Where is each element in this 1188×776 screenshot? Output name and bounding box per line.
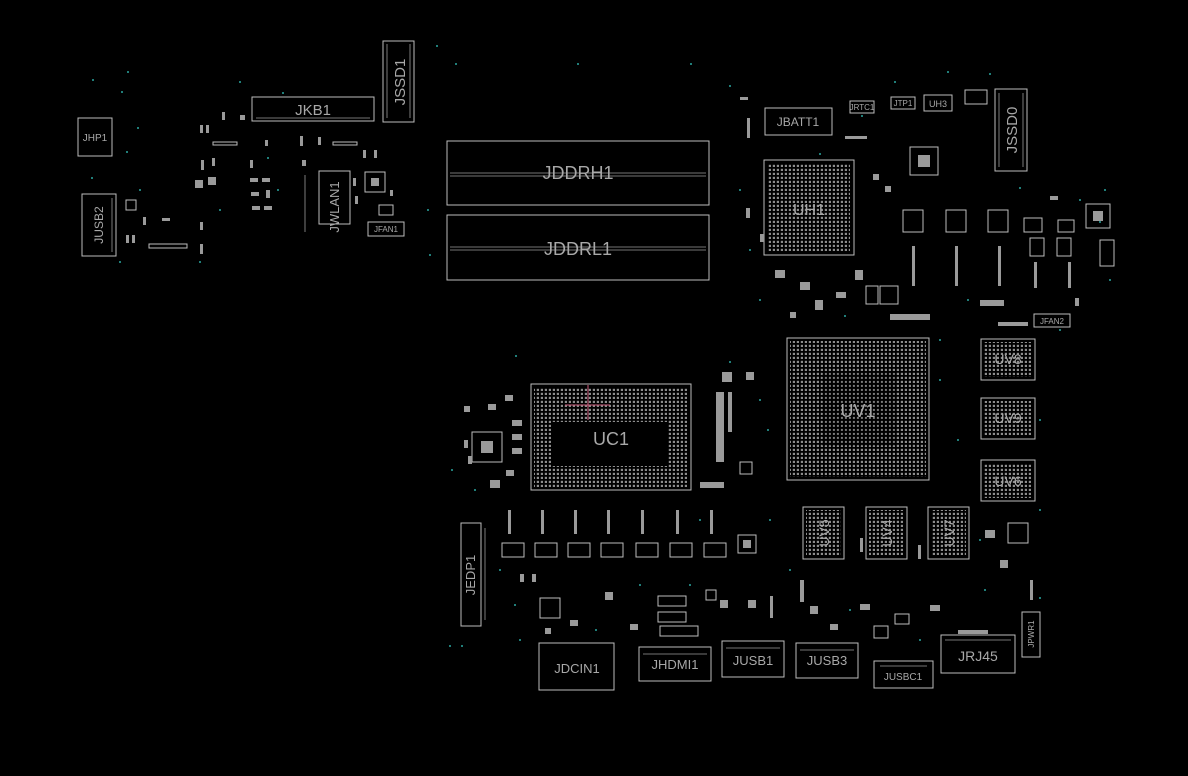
connector-jfan1[interactable]: JFAN1 [367, 221, 405, 237]
chip-uv8[interactable]: UV8 [980, 338, 1036, 381]
chip-uv1[interactable]: UV1 [786, 337, 930, 481]
label-jfan2: JFAN2 [1040, 317, 1065, 326]
connector-jhp1[interactable]: JHP1 [77, 117, 113, 157]
passive-components-bottom [520, 574, 988, 639]
via-dots [91, 45, 1111, 647]
label-uv6: UV6 [994, 473, 1021, 489]
connector-jhdmi1[interactable]: JHDMI1 [638, 646, 712, 682]
connector-jddrl1[interactable]: JDDRL1 [446, 214, 710, 281]
connector-jddrh1[interactable]: JDDRH1 [446, 140, 710, 206]
connector-jdcin1[interactable]: JDCIN1 [538, 642, 615, 691]
connector-jusb1[interactable]: JUSB1 [721, 640, 785, 678]
label-uv8: UV8 [994, 351, 1021, 367]
chip-uh1[interactable]: UH1 [763, 159, 855, 256]
connector-jwlan1[interactable]: JWLAN1 [304, 170, 351, 233]
connector-jtp1[interactable]: JTP1 [890, 96, 916, 110]
label-jusb3: JUSB3 [807, 653, 847, 668]
chip-uv4[interactable]: UV4 [865, 506, 908, 560]
label-jdcin1: JDCIN1 [554, 661, 600, 676]
label-jedp1: JEDP1 [463, 555, 478, 595]
connector-jusbc1[interactable]: JUSBC1 [873, 660, 934, 689]
passive-components-left [125, 112, 394, 254]
chip-uh3[interactable]: UH3 [923, 94, 953, 112]
connector-jpwr1[interactable]: JPWR1 [1021, 611, 1041, 658]
label-jusb2: JUSB2 [92, 206, 106, 244]
label-jhdmi1: JHDMI1 [652, 657, 699, 672]
connector-jssd1[interactable]: JSSD1 [382, 40, 415, 123]
chip-uv9[interactable]: UV9 [980, 397, 1036, 440]
passive-components-cpu-left [464, 372, 754, 488]
connector-jbatt1[interactable]: JBATT1 [764, 107, 833, 136]
connector-jedp1[interactable]: JEDP1 [460, 522, 486, 627]
connector-jfan2[interactable]: JFAN2 [1033, 313, 1071, 328]
chip-uc1[interactable]: UC1 [530, 383, 692, 491]
connector-jssd0[interactable]: JSSD0 [994, 88, 1028, 172]
label-jrj45: JRJ45 [958, 648, 998, 664]
label-jrtc1: JRTC1 [850, 103, 875, 112]
label-jusbc1: JUSBC1 [884, 672, 923, 683]
label-jwlan1: JWLAN1 [327, 181, 342, 232]
label-jkb1: JKB1 [295, 102, 331, 119]
label-jssd1: JSSD1 [392, 59, 409, 106]
label-uv1: UV1 [840, 401, 875, 421]
connector-jrj45[interactable]: JRJ45 [940, 634, 1016, 674]
connector-jusb3[interactable]: JUSB3 [795, 642, 859, 679]
label-jssd0: JSSD0 [1004, 107, 1021, 154]
connector-jusb2[interactable]: JUSB2 [81, 193, 117, 257]
chip-uv6[interactable]: UV6 [980, 459, 1036, 502]
label-uv4: UV4 [879, 519, 895, 546]
label-jfan1: JFAN1 [374, 225, 399, 234]
label-jusb1: JUSB1 [733, 653, 773, 668]
label-uc1: UC1 [593, 429, 629, 449]
label-uv5: UV5 [816, 519, 832, 546]
connector-jkb1[interactable]: JKB1 [251, 96, 375, 122]
connector-jrtc1[interactable]: JRTC1 [849, 100, 875, 114]
vrm-inductors-row [501, 510, 1033, 618]
label-uh1: UH1 [793, 202, 825, 219]
chip-uv5[interactable]: UV5 [802, 506, 845, 560]
label-uv9: UV9 [994, 410, 1021, 426]
label-jddrh1: JDDRH1 [542, 163, 613, 183]
label-jhp1: JHP1 [83, 133, 108, 144]
passive-components-top-right [740, 89, 1115, 326]
label-uh3: UH3 [929, 99, 947, 109]
label-jtp1: JTP1 [894, 99, 913, 108]
label-uv7: UV7 [941, 519, 957, 546]
label-jddrl1: JDDRL1 [544, 239, 612, 259]
label-jpwr1: JPWR1 [1027, 620, 1036, 648]
label-jbatt1: JBATT1 [777, 115, 820, 129]
chip-uv7[interactable]: UV7 [927, 506, 970, 560]
